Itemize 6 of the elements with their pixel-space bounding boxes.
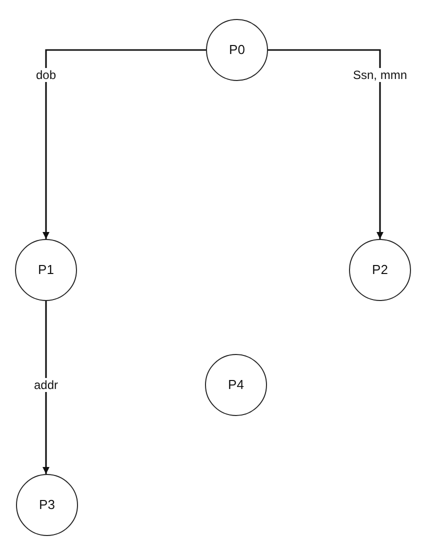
edge-label: dob [34, 68, 58, 82]
edge-label: addr [32, 378, 60, 392]
edge-label: Ssn, mmn [351, 68, 409, 82]
arrow [268, 49, 384, 239]
arrow [42, 301, 50, 474]
arrow [42, 49, 206, 239]
